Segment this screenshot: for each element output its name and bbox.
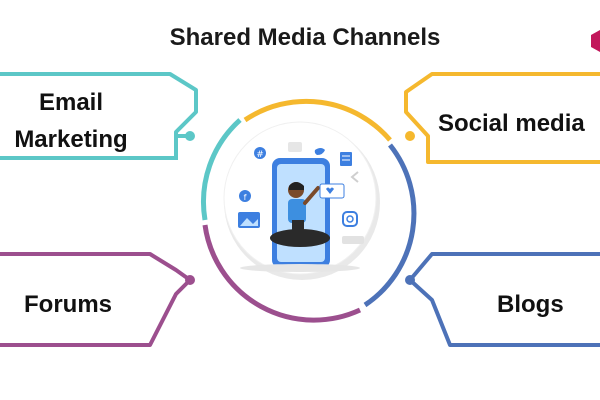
image-icon [238, 212, 260, 228]
document-icon [340, 152, 352, 166]
email-marketing-line2: Marketing [14, 126, 128, 153]
blogs-label: Blogs [497, 291, 564, 318]
placeholder-card-icon [288, 142, 302, 152]
heart-icon [319, 183, 345, 199]
email-marketing-line1: Email [38, 89, 104, 116]
social-media-label: Social media [438, 110, 585, 137]
blogs-outline [408, 252, 600, 347]
twitter-icon [314, 148, 325, 155]
share-icon [350, 171, 359, 183]
blogs-arc [363, 143, 417, 308]
person-illustration [270, 182, 330, 247]
forums-label: Forums [24, 291, 113, 318]
forums-arc [202, 224, 362, 323]
hashtag-icon: # [254, 147, 266, 160]
instagram-icon [342, 211, 358, 227]
brand-logo-icon [591, 30, 600, 52]
diagram-title: Shared Media Channels [169, 24, 441, 51]
email-connector [150, 134, 190, 160]
social-outline [404, 72, 600, 164]
social-arc [243, 98, 392, 142]
email-arc [200, 118, 242, 221]
forums-node-dot [185, 275, 195, 285]
email-marketing-label: Email Marketing [6, 84, 136, 158]
blogs-node-dot [405, 275, 415, 285]
svg-text:#: # [256, 150, 264, 160]
social-node-dot [405, 131, 415, 141]
facebook-icon: f [239, 190, 251, 202]
comment-bubble-icon [342, 236, 364, 244]
svg-text:f: f [244, 193, 247, 202]
email-node-dot [185, 131, 195, 141]
